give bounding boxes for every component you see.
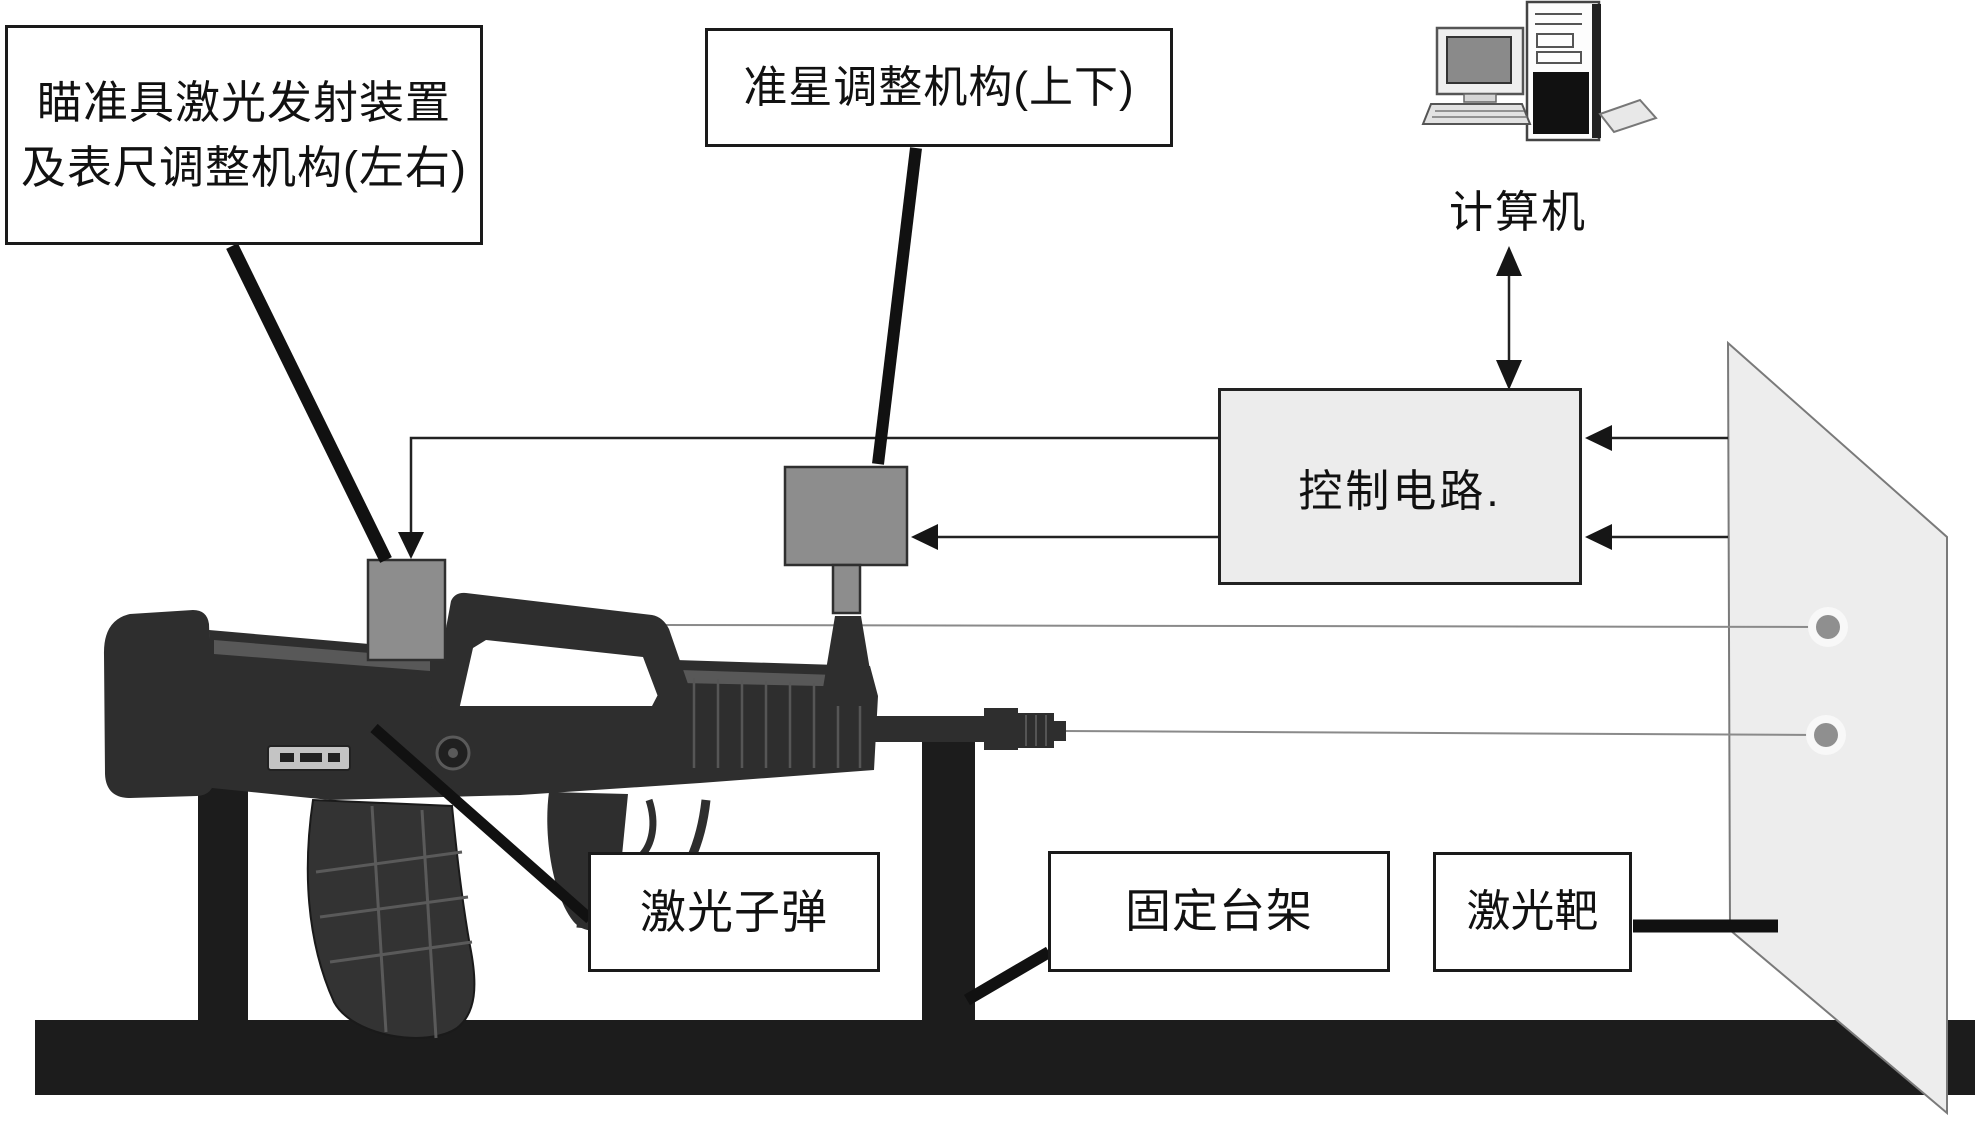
stand-posts	[198, 742, 975, 1026]
control-wiring	[398, 246, 1728, 559]
label-laser-bullet: 激光子弹	[588, 852, 880, 972]
left-arrowhead-icon	[1585, 524, 1612, 550]
rifle-stock	[103, 610, 214, 798]
down-arrowhead-icon	[398, 532, 424, 559]
wire-control-to-sight-device	[409, 436, 1218, 532]
muzzle-tip	[1054, 721, 1066, 741]
callout-pointers	[226, 147, 1778, 1006]
drive-bay	[1536, 51, 1582, 64]
computer-caption: 计算机	[1449, 188, 1587, 237]
pointer-fixed-stand	[963, 946, 1053, 1006]
label-front-sight-adjust: 准星调整机构(上下)	[705, 28, 1173, 147]
label-sight-laser-device: 瞄准具激光发射装置 及表尺调整机构(左右)	[5, 25, 483, 245]
handguard-highlight	[680, 670, 868, 687]
down-arrowhead-icon	[1496, 360, 1522, 390]
pointer-laser-bullet	[370, 723, 594, 924]
drive-bay	[1536, 33, 1574, 48]
label-line: 激光靶	[1466, 887, 1599, 937]
left-arrowhead-icon	[1585, 425, 1612, 451]
carry-handle	[431, 592, 697, 710]
up-arrowhead-icon	[1496, 246, 1522, 276]
tower-side	[1592, 4, 1601, 138]
label-line: 激光子弹	[640, 885, 828, 938]
muzzle-grooves	[1025, 715, 1047, 746]
label-line: 及表尺调整机构(左右)	[21, 142, 467, 193]
trigger	[638, 798, 657, 859]
marking-glyphs	[280, 753, 340, 762]
tower-front-panel	[1533, 72, 1589, 134]
keyboard	[1421, 103, 1532, 125]
sight-laser-device-box	[366, 558, 447, 662]
label-line: 瞄准具激光发射装置	[36, 76, 451, 128]
mouse	[1598, 98, 1658, 134]
lower-hit-dot-icon	[1814, 723, 1838, 747]
label-fixed-stand: 固定台架	[1048, 851, 1390, 972]
monitor-screen	[1446, 36, 1512, 84]
control-circuit-label: 控制电路.	[1298, 466, 1502, 516]
muzzle-block	[984, 708, 1018, 750]
pointer-sight-laser-device	[226, 243, 392, 563]
pointer-front-sight-adjust	[872, 147, 922, 465]
label-line: 准星调整机构(上下)	[743, 62, 1135, 112]
magazine	[306, 798, 476, 1039]
upper-hit-dot-icon	[1816, 615, 1840, 639]
left-arrowhead-icon	[911, 524, 938, 550]
receiver-button-center	[448, 748, 458, 758]
receiver-highlight	[214, 640, 430, 671]
adjustment-mechanisms	[366, 465, 909, 662]
rear-post	[198, 768, 248, 1026]
rifle	[103, 592, 1066, 1039]
front-sight-base	[820, 616, 876, 706]
front-sight-adjuster-stem	[831, 563, 862, 615]
bench-base	[35, 1020, 1975, 1095]
magazine-ribs	[315, 805, 473, 1039]
monitor-stand	[1463, 93, 1497, 103]
label-line: 固定台架	[1125, 885, 1313, 938]
laser-hit-dots	[1806, 607, 1848, 755]
front-post	[922, 742, 975, 1026]
bore-laser-beam	[1061, 730, 1819, 736]
barrel	[872, 716, 990, 742]
front-sight-adjuster-box	[783, 465, 909, 567]
computer-icon	[1421, 0, 1658, 142]
label-laser-target: 激光靶	[1433, 852, 1632, 972]
control-circuit-box: 控制电路.	[1218, 388, 1582, 585]
